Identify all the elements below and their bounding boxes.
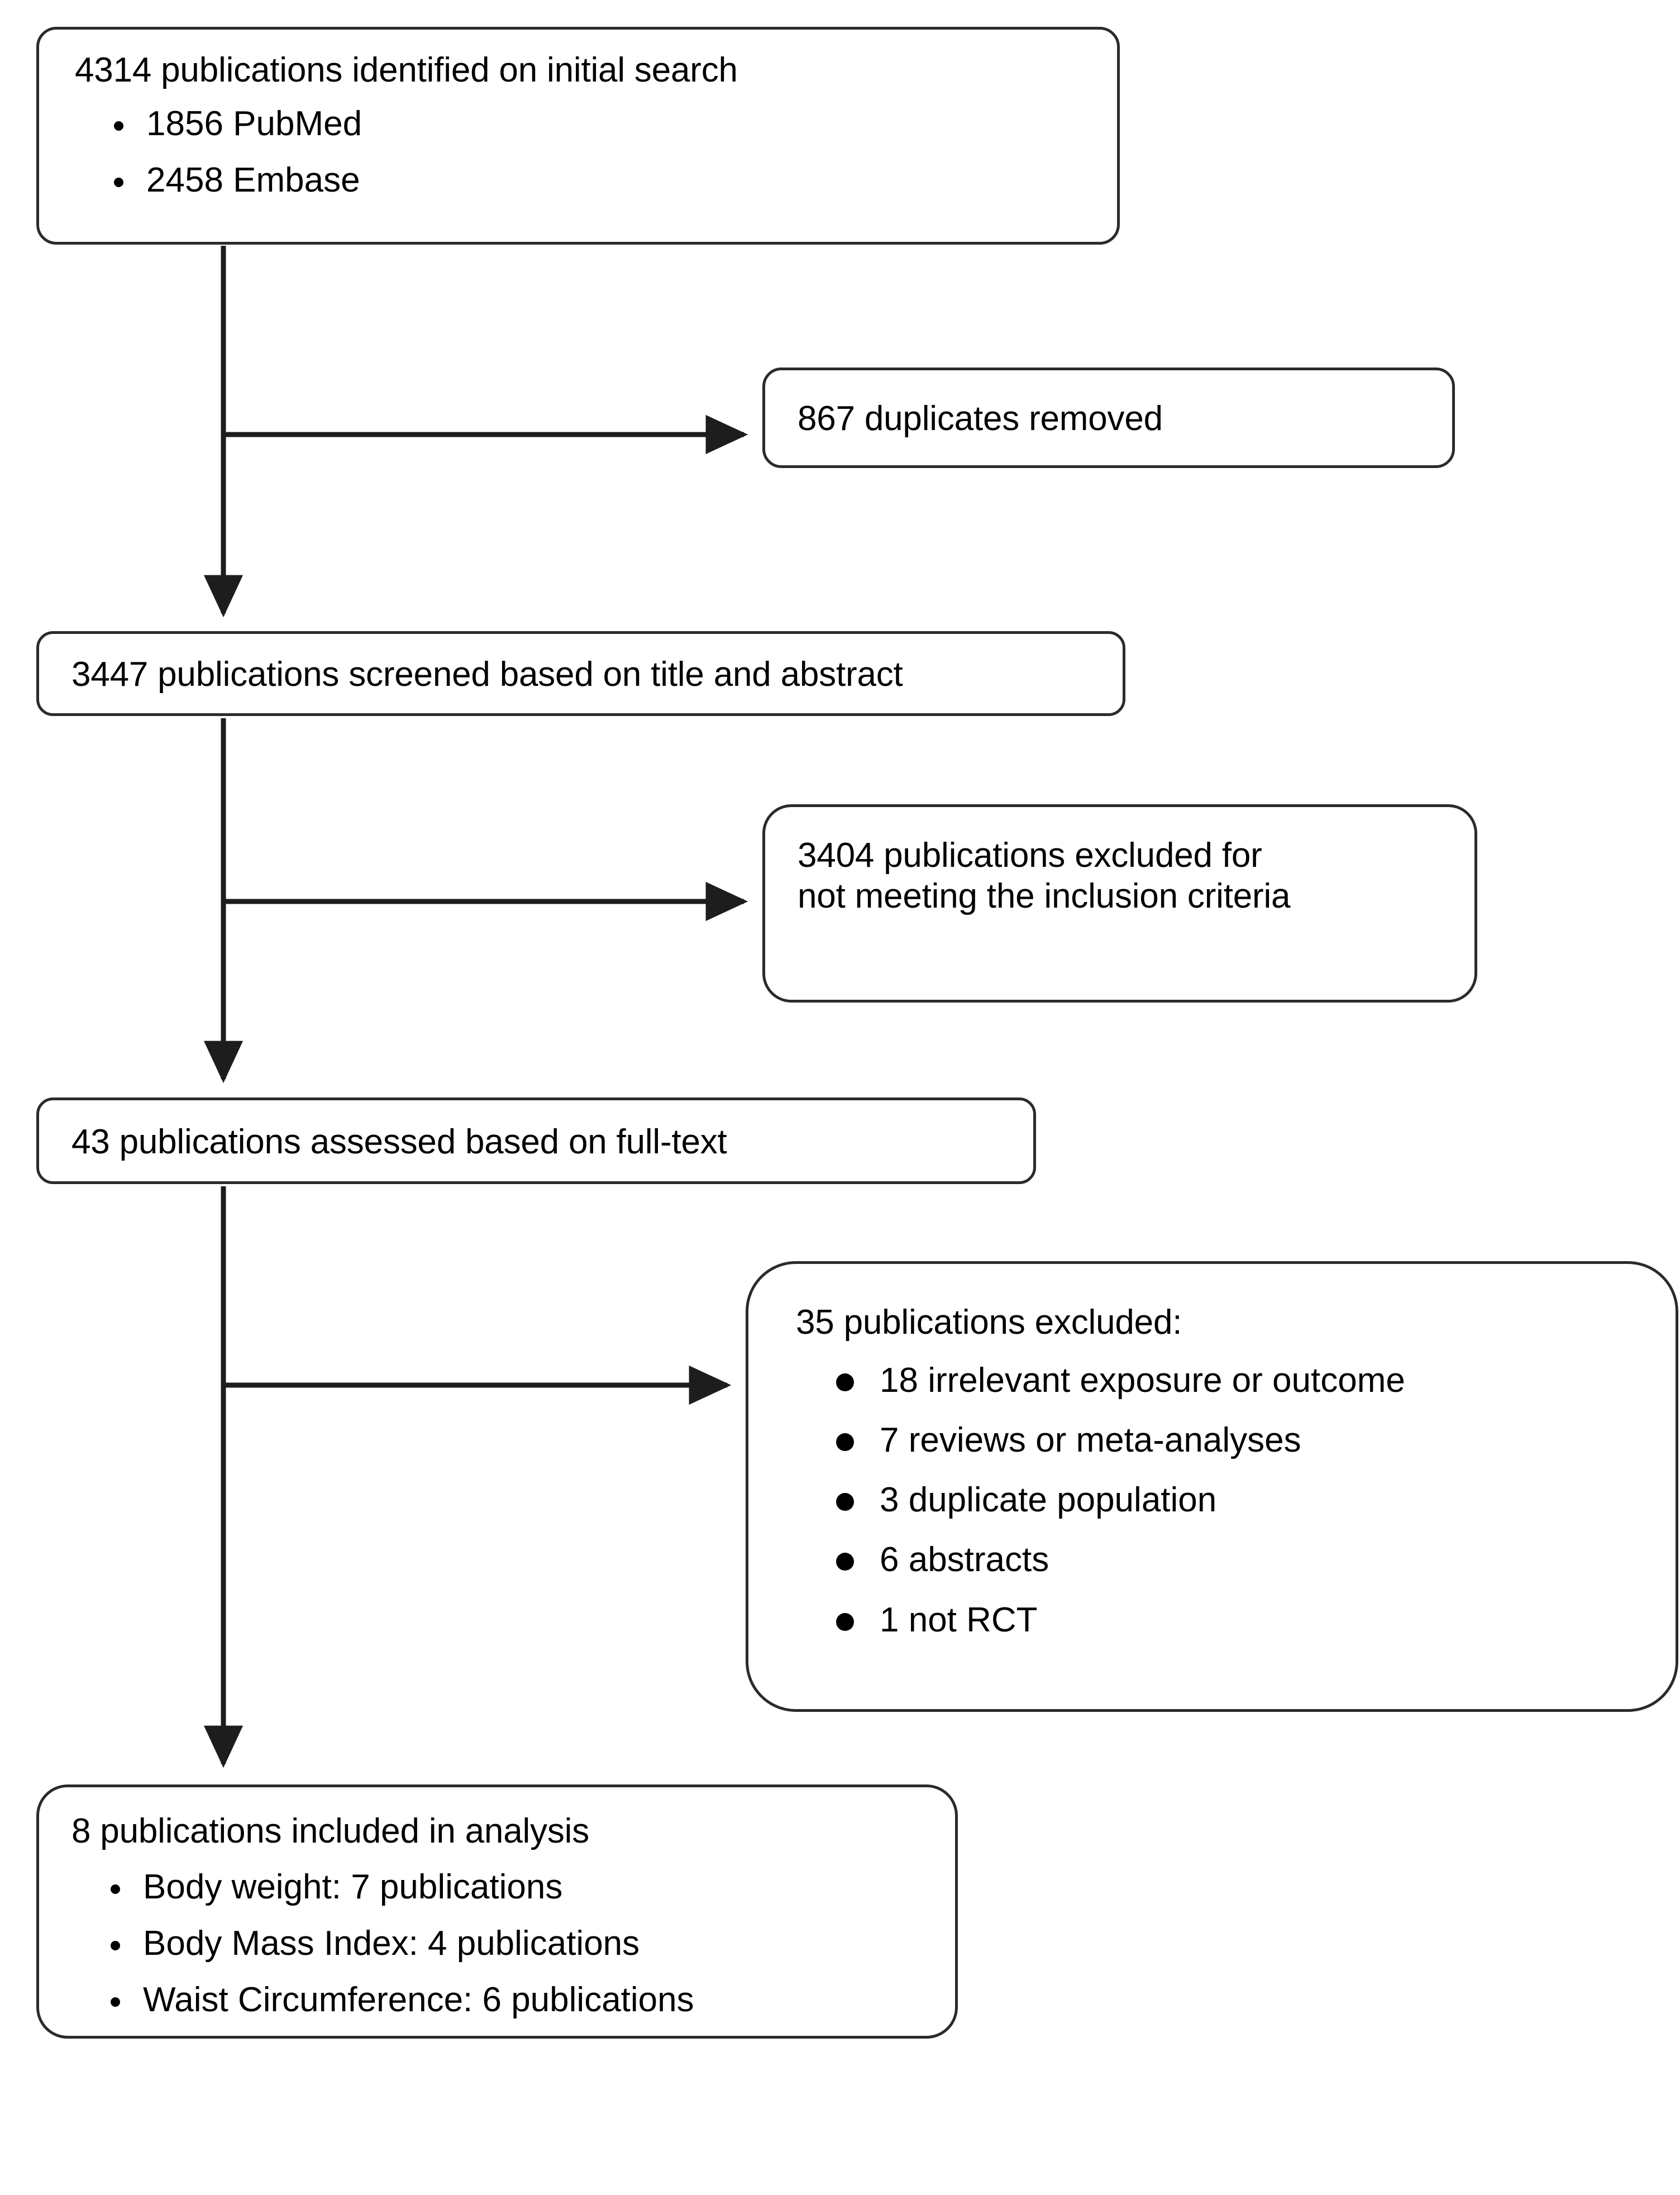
bullet-dot-icon xyxy=(111,1997,120,2007)
node-excluded-ft-reason-list: 18 irrelevant exposure or outcome 7 revi… xyxy=(796,1360,1405,1659)
bullet-dot-icon xyxy=(836,1433,854,1452)
node-identified-source-list: 1856 PubMed 2458 Embase xyxy=(75,103,362,216)
node-publications-identified: 4314 publications identified on initial … xyxy=(36,27,1120,245)
list-item: 2458 Embase xyxy=(75,160,362,201)
node-excluded-fulltext: 35 publications excluded: 18 irrelevant … xyxy=(746,1261,1678,1712)
node-excluded-ta-line2: not meeting the inclusion criteria xyxy=(798,877,1291,916)
node-excluded-ta-line1: 3404 publications excluded for xyxy=(798,836,1262,875)
bullet-dot-icon xyxy=(114,121,123,131)
node-publications-screened: 3447 publications screened based on titl… xyxy=(36,631,1125,716)
list-item-label: 1856 PubMed xyxy=(146,104,362,143)
node-included-outcome-list: Body weight: 7 publications Body Mass In… xyxy=(71,1867,694,2036)
bullet-dot-icon xyxy=(836,1493,854,1511)
list-item: 6 abstracts xyxy=(796,1539,1405,1580)
list-item-label: Waist Circumference: 6 publications xyxy=(143,1981,694,2020)
node-publications-included: 8 publications included in analysis Body… xyxy=(36,1784,958,2039)
node-duplicates-removed: 867 duplicates removed xyxy=(762,368,1455,468)
bullet-dot-icon xyxy=(836,1553,854,1571)
bullet-dot-icon xyxy=(836,1373,854,1391)
list-item: 7 reviews or meta-analyses xyxy=(796,1420,1405,1461)
bullet-dot-icon xyxy=(111,1941,120,1951)
list-item: 1 not RCT xyxy=(796,1600,1405,1640)
node-excluded-ta-text: 3404 publications excluded for not meeti… xyxy=(798,835,1291,917)
list-item: Body weight: 7 publications xyxy=(71,1867,694,1907)
node-identified-headline: 4314 publications identified on initial … xyxy=(75,51,738,89)
list-item: 1856 PubMed xyxy=(75,103,362,144)
list-item-label: 1 not RCT xyxy=(880,1600,1038,1639)
bullet-dot-icon xyxy=(111,1884,120,1894)
node-publications-fulltext-assessed: 43 publications assessed based on full-t… xyxy=(36,1098,1036,1184)
list-item: Waist Circumference: 6 publications xyxy=(71,1979,694,2020)
list-item-label: Body weight: 7 publications xyxy=(143,1868,563,1906)
node-excluded-ft-headline: 35 publications excluded: xyxy=(796,1303,1182,1342)
node-screened-headline: 3447 publications screened based on titl… xyxy=(71,655,903,694)
node-included-headline: 8 publications included in analysis xyxy=(71,1812,590,1850)
list-item-label: 18 irrelevant exposure or outcome xyxy=(880,1361,1405,1400)
bullet-dot-icon xyxy=(114,178,123,188)
node-excluded-title-abstract: 3404 publications excluded for not meeti… xyxy=(762,804,1477,1003)
list-item: 3 duplicate population xyxy=(796,1480,1405,1520)
list-item-label: 7 reviews or meta-analyses xyxy=(880,1421,1301,1460)
list-item-label: Body Mass Index: 4 publications xyxy=(143,1924,640,1963)
node-fulltext-headline: 43 publications assessed based on full-t… xyxy=(71,1123,727,1161)
node-duplicates-headline: 867 duplicates removed xyxy=(798,399,1163,438)
list-item: 18 irrelevant exposure or outcome xyxy=(796,1360,1405,1401)
list-item-label: 2458 Embase xyxy=(146,161,360,200)
list-item: Body Mass Index: 4 publications xyxy=(71,1923,694,1964)
list-item-label: 3 duplicate population xyxy=(880,1481,1217,1520)
bullet-dot-icon xyxy=(836,1612,854,1631)
list-item-label: 6 abstracts xyxy=(880,1540,1049,1580)
